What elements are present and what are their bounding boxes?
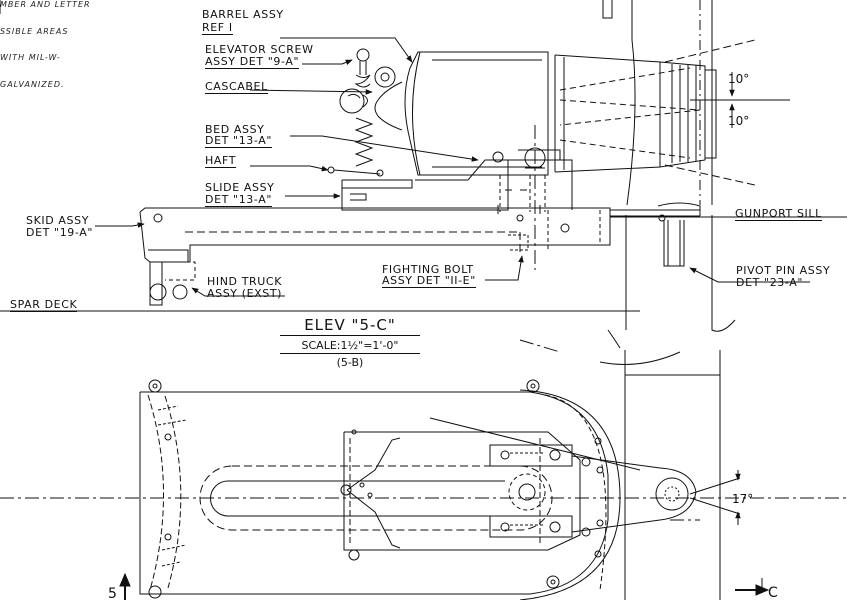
general-note-line-1: MBER AND LETTER xyxy=(0,0,91,9)
hull-structure xyxy=(602,0,736,332)
elevation-title-ref: (5-B) xyxy=(336,356,364,369)
callout-cascabel: CASCABEL xyxy=(205,80,268,94)
barrel-elevation xyxy=(339,51,717,176)
callout-barrel-ref: REF I xyxy=(202,21,233,35)
section-mark-left xyxy=(119,572,131,600)
callout-spar-deck: SPAR DECK xyxy=(10,298,78,312)
callout-skid-assy: SKID ASSY xyxy=(26,214,90,227)
elevator-screw xyxy=(327,48,396,177)
callout-bed-det: DET "13-A" xyxy=(205,134,273,148)
centre-lines xyxy=(0,125,847,521)
general-note-line-4: GALVANIZED. xyxy=(0,80,65,89)
general-note-line-3: WITH MIL-W- xyxy=(0,53,61,62)
barrel-arc-dimensions xyxy=(664,39,790,186)
callout-fighting-bolt-det: ASSY DET "II-E" xyxy=(382,274,476,288)
callout-elevator-screw-det: ASSY DET "9-A" xyxy=(205,55,300,69)
leader-lines xyxy=(0,0,810,297)
angle-upper-label: 10° xyxy=(728,72,749,86)
callout-haft: HAFT xyxy=(205,154,237,168)
callout-bed-assy: BED ASSY xyxy=(205,123,265,136)
general-note-line-2: SSIBLE AREAS xyxy=(0,27,69,36)
bed-and-slide xyxy=(341,147,573,214)
section-mark-right-label: C xyxy=(768,585,778,600)
callout-barrel-assy: BARREL ASSY xyxy=(202,8,284,21)
elevation-title-name: ELEV "5-C" xyxy=(280,316,420,336)
callout-gunport-sill: GUNPORT SILL xyxy=(735,207,822,221)
callout-slide-assy: SLIDE ASSY xyxy=(205,181,275,194)
elevation-title-scale: SCALE:1½"=1'-0" xyxy=(280,339,420,354)
callout-pivot-pin: PIVOT PIN ASSY xyxy=(736,264,831,277)
angle-plan-label: 17° xyxy=(732,492,753,506)
callout-hind-truck: HIND TRUCK xyxy=(207,275,283,288)
callout-pivot-pin-det: DET "23-A" xyxy=(736,276,804,289)
pivot-pin xyxy=(663,220,685,267)
elevation-title: ELEV "5-C" SCALE:1½"=1'-0" (5-B) xyxy=(280,316,420,369)
callout-slide-det: DET "13-A" xyxy=(205,193,273,207)
callout-fighting-bolt: FIGHTING BOLT xyxy=(382,263,474,276)
plan-view xyxy=(139,329,741,600)
skid-elevation xyxy=(139,202,701,263)
hind-truck xyxy=(148,249,196,306)
callout-skid-det: DET "19-A" xyxy=(26,226,94,239)
callout-hind-truck-assy: ASSY (EXST) xyxy=(207,287,283,300)
angle-lower-label: 10° xyxy=(728,114,749,128)
callout-elevator-screw: ELEVATOR SCREW xyxy=(205,43,314,56)
section-mark-right xyxy=(735,578,770,596)
section-mark-left-label: 5 xyxy=(108,586,117,600)
